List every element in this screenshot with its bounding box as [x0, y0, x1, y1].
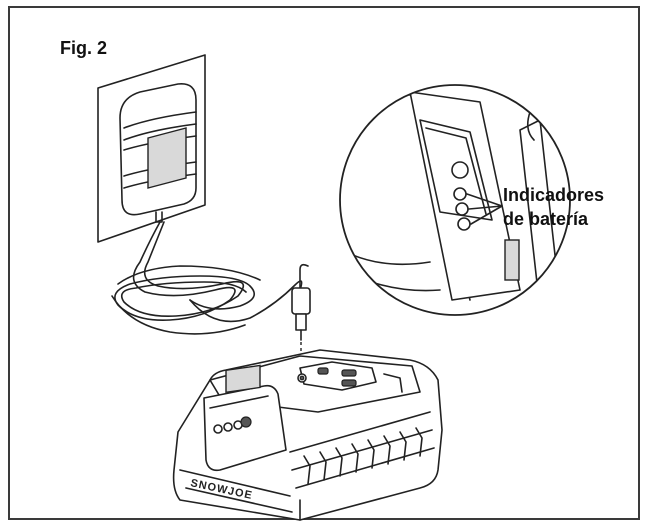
wall-charger-adapter [119, 83, 197, 223]
magnified-detail-inset [339, 84, 571, 316]
charger-plug [291, 263, 311, 366]
battery-pack [172, 349, 443, 521]
callout-line-1: Indicadores [503, 185, 605, 205]
battery-indicators-callout: Indicadores de batería [503, 183, 604, 231]
charger-cord [111, 221, 303, 335]
callout-leader-lines [466, 193, 503, 225]
figure-frame [8, 6, 640, 520]
callout-line-2: de batería [503, 209, 589, 229]
figure-label: Fig. 2 [60, 38, 108, 58]
